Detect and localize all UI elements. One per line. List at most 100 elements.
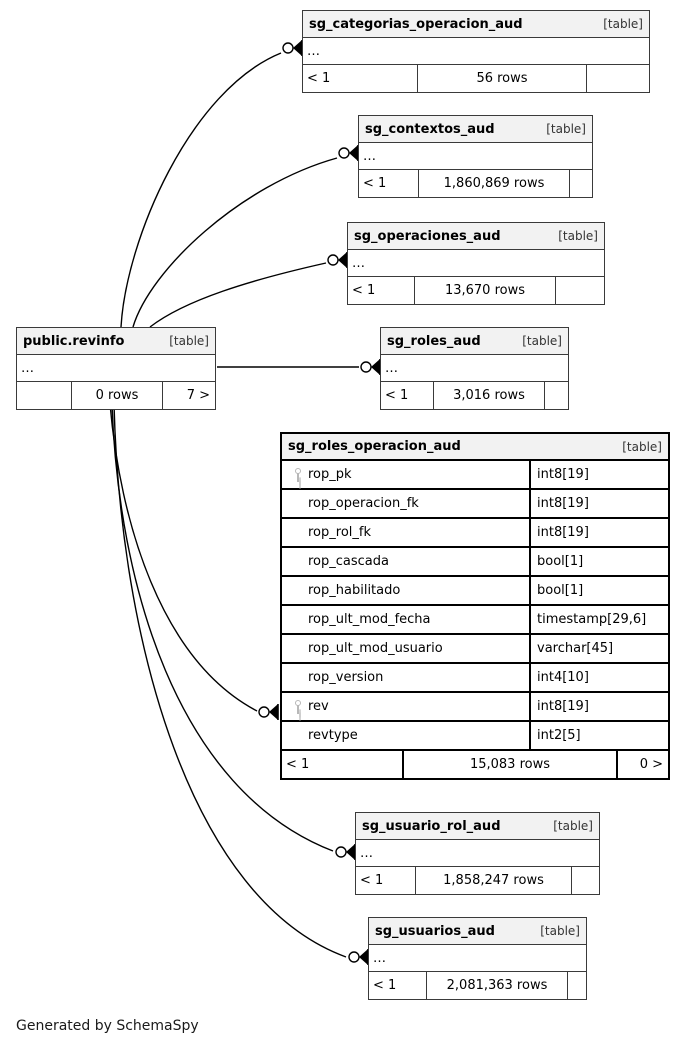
column-name-cell: rop_ult_mod_fecha bbox=[282, 606, 531, 633]
edge-revinfo-to-operaciones bbox=[149, 262, 327, 328]
footer-children-count: 7 > bbox=[186, 388, 210, 403]
column-type: int4[10] bbox=[537, 670, 589, 685]
table-title-bar: sg_roles_operacion_aud [table] bbox=[282, 434, 668, 461]
table-node-sg-contextos-aud[interactable]: sg_contextos_aud [table] … < 1 1,860,869… bbox=[358, 115, 593, 198]
footer-parents-count: < 1 bbox=[348, 277, 415, 304]
table-row[interactable]: rop_rol_fk int8[19] bbox=[282, 519, 668, 548]
collapsed-columns-ellipsis: … bbox=[369, 945, 586, 972]
table-kind-label: [table] bbox=[522, 334, 562, 348]
table-node-sg-categorias-operacion-aud[interactable]: sg_categorias_operacion_aud [table] … < … bbox=[302, 10, 650, 93]
collapsed-columns-ellipsis: … bbox=[348, 250, 604, 277]
footer-parents-count bbox=[17, 382, 72, 409]
column-name-cell: rop_operacion_fk bbox=[282, 490, 531, 517]
table-node-sg-usuarios-aud[interactable]: sg_usuarios_aud [table] … < 1 2,081,363 … bbox=[368, 917, 587, 1000]
marker-usuarios bbox=[348, 949, 369, 965]
collapsed-columns-ellipsis: … bbox=[17, 355, 215, 382]
column-type: int8[19] bbox=[537, 699, 589, 714]
column-name-cell: rev bbox=[282, 693, 531, 720]
footer-children-count bbox=[568, 972, 586, 999]
marker-operaciones bbox=[327, 252, 348, 268]
table-footer: < 1 1,860,869 rows bbox=[359, 170, 592, 197]
table-kind-label: [table] bbox=[553, 819, 593, 833]
footer-row-count: 0 rows bbox=[72, 382, 163, 409]
footer-row-count: 1,858,247 rows bbox=[416, 867, 572, 894]
table-footer: 0 rows 7 > bbox=[17, 382, 215, 409]
table-kind-label: [table] bbox=[546, 122, 586, 136]
column-name: rop_operacion_fk bbox=[308, 496, 419, 511]
table-title-bar: sg_categorias_operacion_aud [table] bbox=[303, 11, 649, 38]
column-type: int8[19] bbox=[537, 496, 589, 511]
table-kind-label: [table] bbox=[558, 229, 598, 243]
footer-parents-count: < 1 bbox=[303, 65, 418, 92]
column-name-cell: rop_habilitado bbox=[282, 577, 531, 604]
collapsed-columns-ellipsis: … bbox=[303, 38, 649, 65]
table-footer: < 1 3,016 rows bbox=[381, 382, 568, 409]
table-title-bar: sg_contextos_aud [table] bbox=[359, 116, 592, 143]
column-name-cell: revtype bbox=[282, 722, 531, 749]
footer-parents-count: < 1 bbox=[356, 867, 416, 894]
collapsed-columns-ellipsis: … bbox=[356, 840, 599, 867]
column-type: int2[5] bbox=[537, 728, 581, 743]
table-footer: < 1 2,081,363 rows bbox=[369, 972, 586, 999]
table-name: sg_categorias_operacion_aud bbox=[309, 16, 523, 32]
table-footer: < 1 1,858,247 rows bbox=[356, 867, 599, 894]
footer-parents-count: < 1 bbox=[369, 972, 427, 999]
column-name: rop_pk bbox=[308, 467, 352, 482]
table-node-sg-roles-operacion-aud[interactable]: sg_roles_operacion_aud [table] rop_pk in… bbox=[280, 432, 670, 780]
table-node-sg-roles-aud[interactable]: sg_roles_aud [table] … < 1 3,016 rows bbox=[380, 327, 569, 410]
table-name: sg_operaciones_aud bbox=[354, 228, 501, 244]
column-type: bool[1] bbox=[537, 583, 584, 598]
column-type: bool[1] bbox=[537, 554, 584, 569]
table-title-bar: sg_usuarios_aud [table] bbox=[369, 918, 586, 945]
marker-roles bbox=[360, 359, 381, 375]
primary-key-icon bbox=[288, 699, 308, 714]
footer-children-count bbox=[556, 277, 604, 304]
table-row[interactable]: rop_pk int8[19] bbox=[282, 461, 668, 490]
footer-row-count: 13,670 rows bbox=[415, 277, 556, 304]
table-kind-label: [table] bbox=[540, 924, 580, 938]
column-name: rev bbox=[308, 699, 329, 714]
generated-by-note: Generated by SchemaSpy bbox=[16, 1018, 199, 1034]
footer-children-count: 0 > bbox=[639, 757, 663, 772]
table-title-bar: sg_usuario_rol_aud [table] bbox=[356, 813, 599, 840]
footer-row-count: 1,860,869 rows bbox=[419, 170, 570, 197]
column-name-cell: rop_cascada bbox=[282, 548, 531, 575]
table-row[interactable]: revtype int2[5] bbox=[282, 722, 668, 751]
table-name: sg_usuario_rol_aud bbox=[362, 818, 501, 834]
table-node-public-revinfo[interactable]: public.revinfo [table] … 0 rows 7 > bbox=[16, 327, 216, 410]
footer-children-count bbox=[545, 382, 568, 409]
footer-children-count bbox=[587, 65, 649, 92]
table-name: sg_usuarios_aud bbox=[375, 923, 495, 939]
table-row[interactable]: rop_habilitado bool[1] bbox=[282, 577, 668, 606]
table-row[interactable]: rop_operacion_fk int8[19] bbox=[282, 490, 668, 519]
collapsed-columns-ellipsis: … bbox=[381, 355, 568, 382]
column-name: rop_rol_fk bbox=[308, 525, 371, 540]
column-name: rop_habilitado bbox=[308, 583, 401, 598]
footer-row-count: 3,016 rows bbox=[434, 382, 545, 409]
table-node-sg-operaciones-aud[interactable]: sg_operaciones_aud [table] … < 1 13,670 … bbox=[347, 222, 605, 305]
footer-row-count: 15,083 rows bbox=[404, 751, 618, 778]
footer-parents-count: < 1 bbox=[381, 382, 434, 409]
table-kind-label: [table] bbox=[603, 17, 643, 31]
footer-row-count: 56 rows bbox=[418, 65, 587, 92]
primary-key-icon bbox=[288, 467, 308, 482]
column-name-cell: rop_rol_fk bbox=[282, 519, 531, 546]
footer-children-count bbox=[570, 170, 592, 197]
marker-categorias bbox=[282, 40, 303, 56]
table-node-sg-usuario-rol-aud[interactable]: sg_usuario_rol_aud [table] … < 1 1,858,2… bbox=[355, 812, 600, 895]
column-type: int8[19] bbox=[537, 467, 589, 482]
edge-revinfo-to-categorias bbox=[120, 52, 282, 328]
table-kind-label: [table] bbox=[622, 439, 662, 454]
table-row[interactable]: rev int8[19] bbox=[282, 693, 668, 722]
table-row[interactable]: rop_ult_mod_fecha timestamp[29,6] bbox=[282, 606, 668, 635]
collapsed-columns-ellipsis: … bbox=[359, 143, 592, 170]
table-row[interactable]: rop_cascada bool[1] bbox=[282, 548, 668, 577]
footer-children-count bbox=[572, 867, 599, 894]
table-row[interactable]: rop_ult_mod_usuario varchar[45] bbox=[282, 635, 668, 664]
table-name: public.revinfo bbox=[23, 333, 125, 349]
table-row[interactable]: rop_version int4[10] bbox=[282, 664, 668, 693]
table-kind-label: [table] bbox=[169, 334, 209, 348]
table-title-bar: sg_roles_aud [table] bbox=[381, 328, 568, 355]
table-footer: < 1 13,670 rows bbox=[348, 277, 604, 304]
